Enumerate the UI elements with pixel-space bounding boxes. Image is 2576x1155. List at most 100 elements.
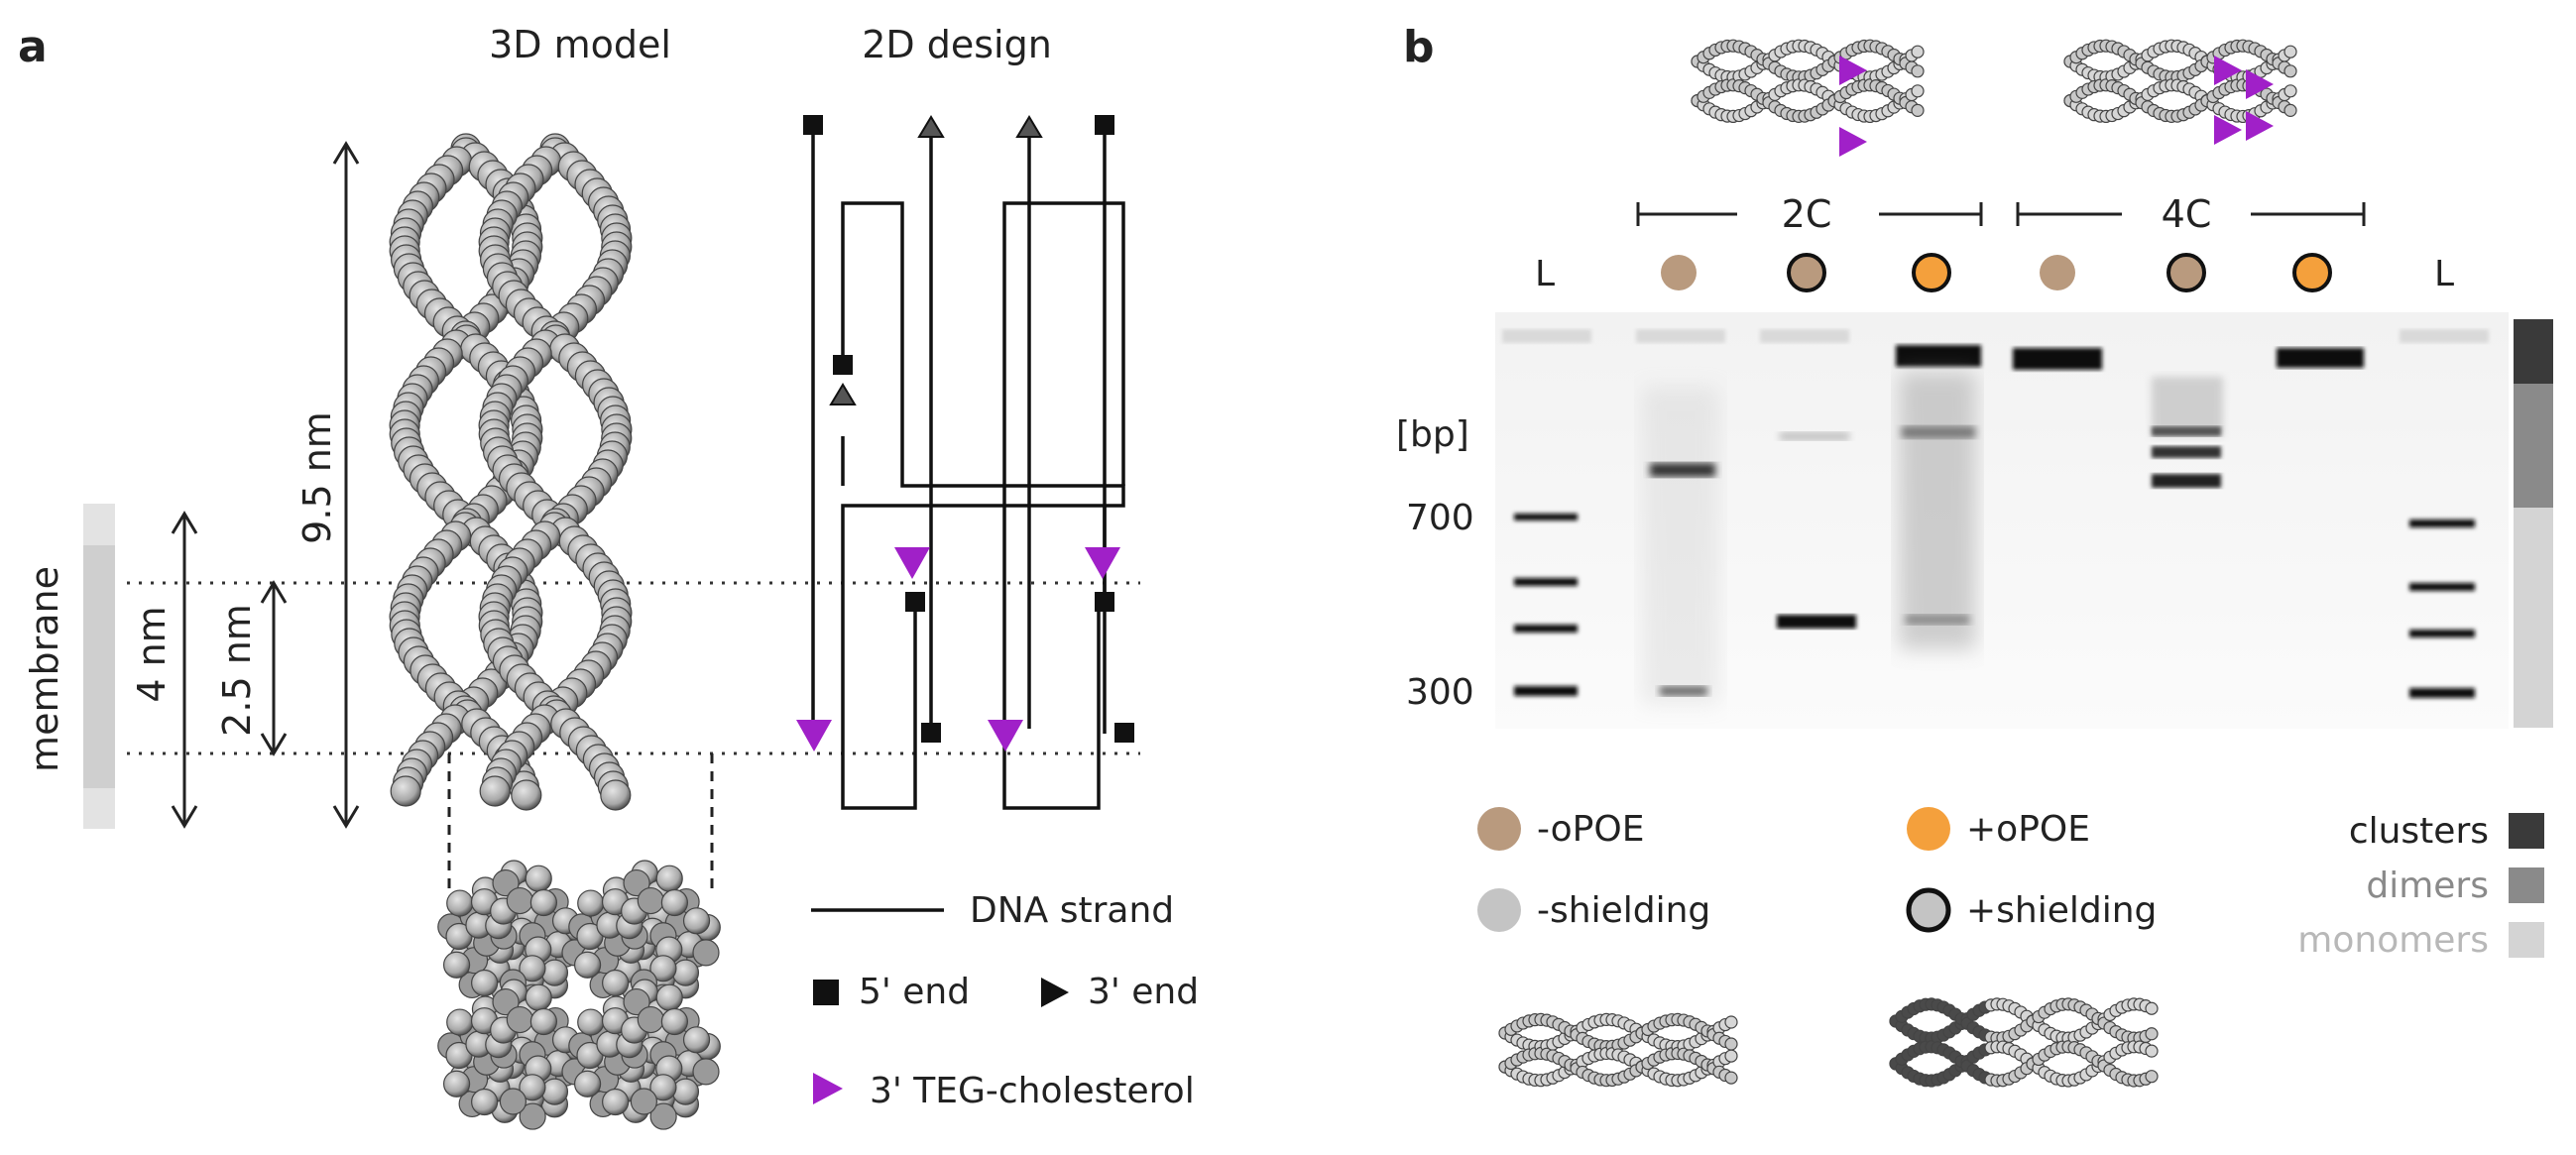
lane-4c-minus-opoe — [2040, 255, 2075, 290]
lane-5-bands — [2152, 377, 2223, 488]
atom-sphere — [492, 987, 520, 1016]
atom-sphere — [479, 775, 511, 807]
five-prime-ends — [803, 115, 1134, 743]
atom-sphere — [442, 1070, 471, 1097]
atom-sphere — [637, 1005, 664, 1034]
group-brackets — [1636, 202, 2366, 226]
dimers-swatch — [2509, 867, 2544, 903]
minus-shield-swatch — [1477, 888, 1521, 932]
atom-sphere — [573, 1070, 602, 1097]
cholesterol-marker — [2246, 69, 2274, 99]
cholesterol-legend-icon — [813, 1073, 843, 1104]
helix-bead — [2283, 84, 2297, 98]
panel-a: a 3D model 2D design membrane 9.5 nm 4 n… — [18, 22, 1199, 1130]
group-2c-label: 2C — [1782, 192, 1832, 236]
atom-sphere — [519, 1102, 546, 1130]
five-end-legend-icon — [813, 980, 839, 1005]
lane-6-bands — [2277, 348, 2364, 368]
atom-sphere — [660, 1007, 688, 1036]
atom-sphere — [682, 907, 711, 935]
helix-bead — [2145, 1027, 2159, 1041]
structure-4c-icon — [2063, 39, 2297, 145]
atom-sphere — [573, 951, 602, 979]
three-prime-ends — [829, 115, 1043, 405]
lane-4c-plus-opoe — [2292, 253, 2332, 292]
design-title: 2D design — [862, 23, 1052, 66]
atom-sphere — [446, 1008, 474, 1036]
three-end-legend-icon — [1041, 978, 1069, 1007]
atom-sphere — [525, 983, 552, 1011]
cholesterol-marker — [1839, 56, 1867, 85]
panel-b-legend: -oPOE +oPOE -shielding +shielding cluste… — [1477, 807, 2544, 1088]
dim-total-label: 9.5 nm — [295, 411, 339, 544]
lane-2c-shielded — [1787, 253, 1826, 292]
gel-image — [1495, 312, 2553, 729]
atom-sphere — [525, 865, 552, 892]
helix-bead — [2283, 45, 2297, 58]
atom-sphere — [577, 889, 605, 917]
atom-sphere — [630, 1088, 657, 1115]
legend-minus-shield: -shielding — [1537, 890, 1710, 931]
lane-2c-plus-opoe — [1912, 253, 1951, 292]
helix-bead — [2145, 1001, 2159, 1015]
atom-sphere — [390, 775, 421, 807]
lane-4-bands — [2013, 348, 2102, 370]
atom-sphere — [649, 1074, 677, 1101]
helix-bead — [2283, 64, 2297, 78]
atom-sphere — [660, 888, 688, 917]
atom-sphere — [692, 939, 720, 967]
atom-sphere — [499, 1088, 527, 1115]
helix-bead — [2283, 103, 2297, 117]
legend-five-end: 5' end — [859, 972, 970, 1012]
membrane-bar-inner — [83, 545, 115, 788]
cholesterol-marker — [1839, 127, 1867, 157]
atom-sphere — [682, 1026, 711, 1054]
minus-opoe-swatch — [1477, 807, 1521, 851]
helix-bead — [1911, 45, 1925, 58]
axis-unit: [bp] — [1396, 414, 1469, 455]
atom-sphere — [446, 889, 474, 917]
helix-bead — [1724, 1049, 1738, 1063]
atom-sphere — [602, 969, 630, 997]
atom-sphere — [471, 1088, 499, 1116]
group-4c-label: 4C — [2162, 192, 2212, 236]
atom-sphere — [655, 865, 683, 892]
atom-sphere — [540, 1078, 569, 1105]
dna-strands — [811, 124, 1125, 810]
strand-design — [796, 115, 1134, 810]
helix-side-view — [389, 133, 633, 811]
lane-ladder-left: L — [1535, 254, 1555, 294]
lane-1-bands — [1642, 387, 1719, 704]
structure-2c-icon — [1691, 39, 1925, 157]
legend-clusters: clusters — [2349, 811, 2489, 852]
clusters-bar — [2514, 319, 2553, 384]
lane-4c-shielded — [2166, 253, 2206, 292]
monomers-swatch — [2509, 922, 2544, 958]
tick-700: 700 — [1406, 498, 1474, 538]
atom-sphere — [506, 886, 533, 915]
plus-opoe-swatch — [1907, 807, 1950, 851]
atom-sphere — [649, 1102, 677, 1130]
dim-insertion-label: 2.5 nm — [215, 604, 259, 737]
atom-sphere — [519, 955, 546, 982]
model-title: 3D model — [489, 23, 671, 66]
helix-bead — [2145, 1044, 2159, 1058]
atom-sphere — [671, 1078, 700, 1105]
atom-sphere — [529, 888, 557, 917]
atom-sphere — [492, 868, 520, 897]
unshielded-structure-icon — [1498, 1012, 1738, 1088]
atom-sphere — [637, 886, 664, 915]
helix-top-view — [437, 860, 721, 1130]
atom-sphere — [519, 1074, 546, 1101]
plus-shield-swatch — [1906, 887, 1951, 933]
lane-3-bands — [1896, 345, 1981, 649]
atom-sphere — [655, 983, 683, 1011]
monomers-bar — [2514, 508, 2553, 728]
helix-bead — [1724, 1015, 1738, 1029]
atom-sphere — [577, 1008, 605, 1036]
atom-sphere — [511, 779, 542, 811]
legend-monomers: monomers — [2297, 920, 2489, 961]
cholesterol-marker — [2214, 115, 2242, 145]
atom-sphere — [529, 1007, 557, 1036]
